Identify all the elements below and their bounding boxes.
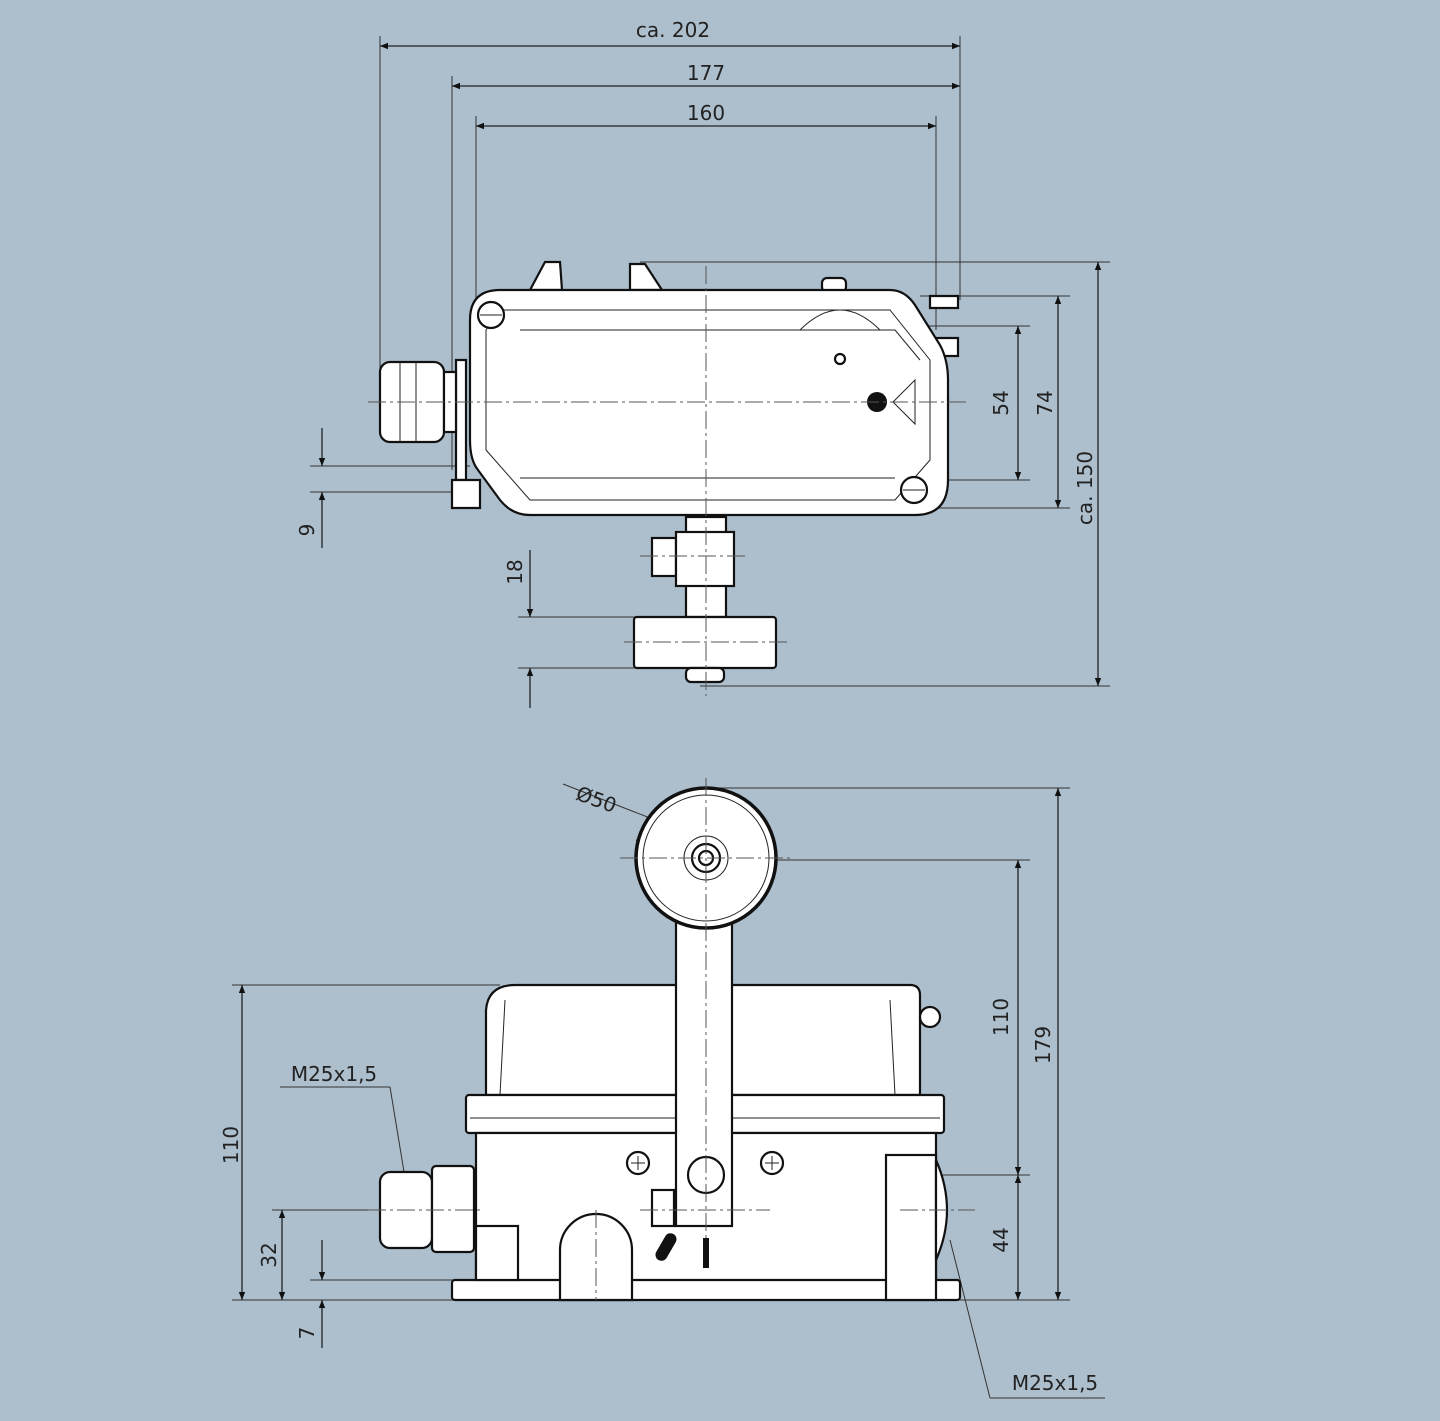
dim-overall-179: 179 xyxy=(1031,1026,1055,1064)
dim-lever-110: 110 xyxy=(989,998,1013,1036)
dim-height-74: 74 xyxy=(1033,390,1057,415)
extension-lines xyxy=(310,36,1110,687)
switch-housing-top xyxy=(368,260,970,696)
dim-width-177: 177 xyxy=(687,61,725,85)
dim-body-height-110: 110 xyxy=(219,1126,243,1164)
front-view: Ø50 110 32 7 110 179 44 M25x1,5 M25x1,5 xyxy=(219,778,1105,1399)
dim-overall-height: ca. 150 xyxy=(1073,451,1097,525)
dim-offset-9: 9 xyxy=(295,524,319,537)
dim-overall-width: ca. 202 xyxy=(636,18,710,42)
dim-roller-width-18: 18 xyxy=(503,559,527,584)
switch-housing-front xyxy=(368,778,975,1302)
dim-roller-diameter: Ø50 xyxy=(573,781,620,818)
dim-gland-height-32: 32 xyxy=(257,1242,281,1267)
thread-label-left: M25x1,5 xyxy=(291,1062,377,1086)
dim-base-7: 7 xyxy=(295,1327,319,1340)
dim-height-54: 54 xyxy=(989,390,1013,415)
dim-width-160: 160 xyxy=(687,101,725,125)
thread-label-right: M25x1,5 xyxy=(1012,1371,1098,1395)
top-view: ca. 202 177 160 54 74 ca. 150 9 18 xyxy=(295,18,1110,708)
dimension-lines xyxy=(318,42,1102,708)
dim-gland-height-44: 44 xyxy=(989,1227,1013,1252)
